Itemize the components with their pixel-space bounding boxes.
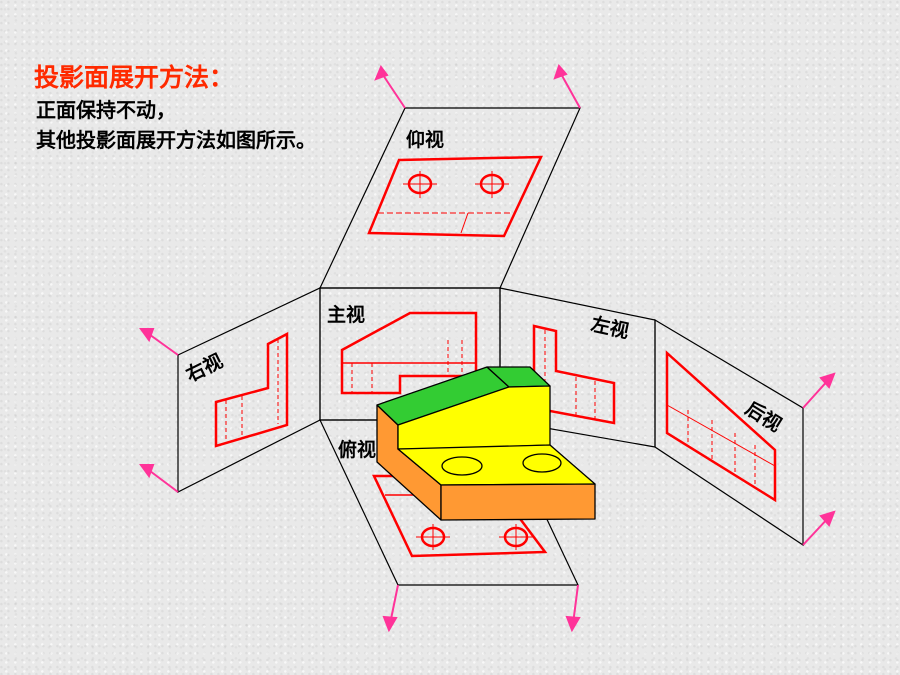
arrow-right-bottom (139, 464, 179, 493)
plane-back (654, 318, 804, 547)
arrow-bottom-right (565, 584, 581, 633)
front-view-drawing (340, 311, 478, 395)
arrow-right-top (139, 328, 179, 356)
arrow-top-left (374, 65, 406, 109)
solid-object (376, 366, 596, 521)
arrow-back-bottom (802, 510, 836, 546)
plane-top (319, 107, 581, 289)
text-line-1: 正面保持不动， (36, 98, 176, 122)
label-left: 左视 (589, 312, 631, 342)
plane-right (177, 287, 321, 493)
top-up-view-drawing (367, 155, 543, 238)
solid-front-face (440, 483, 596, 521)
label-front: 主视 (327, 303, 365, 326)
arrow-top-right (553, 64, 581, 109)
text-line-2: 其他投影面展开方法如图所示。 (36, 128, 316, 152)
label-back: 后视 (741, 397, 785, 437)
right-view-drawing (214, 331, 289, 448)
arrow-bottom-left (382, 584, 399, 633)
solid-hole-left (441, 456, 483, 476)
solid-hole-right (522, 453, 562, 473)
unfold-arrows (139, 64, 836, 633)
label-bottom: 俯视 (338, 438, 376, 461)
arrow-back-top (802, 372, 836, 409)
page-title: 投影面展开方法： (34, 63, 235, 92)
label-right: 右视 (181, 349, 226, 387)
label-top-up: 仰视 (406, 128, 444, 151)
back-view-drawing (665, 350, 777, 503)
